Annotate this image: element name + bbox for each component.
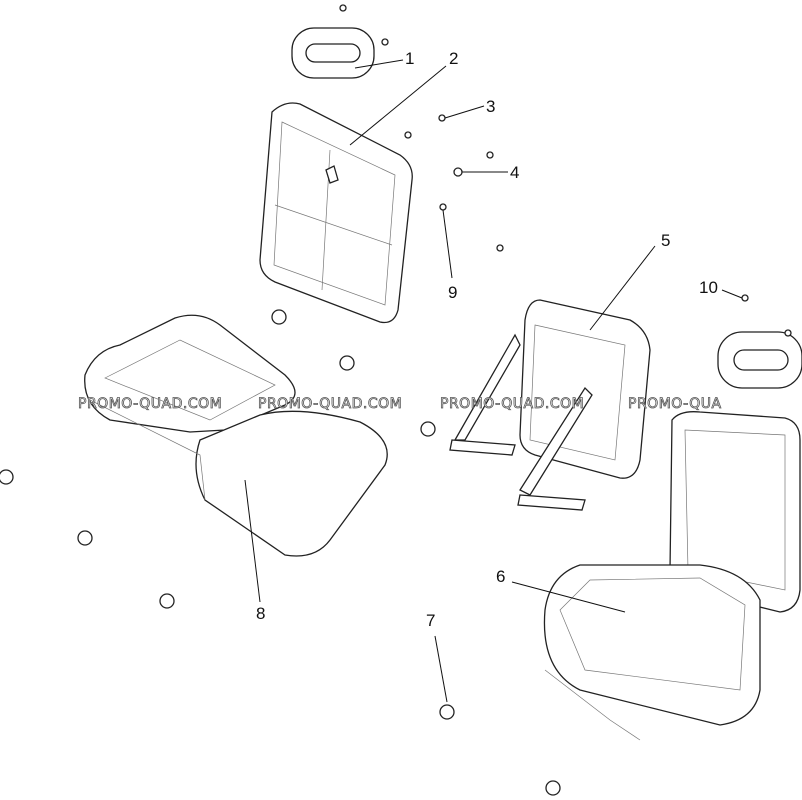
callout-layer: 1 2 3 4 5 6 7 8 9 10 (244, 49, 743, 703)
leader-line (244, 479, 261, 603)
watermark-text: PROMO-QUAD.COM (78, 396, 222, 412)
leader-line (434, 635, 448, 703)
callout-1: 1 (405, 49, 414, 68)
watermark-layer: PROMO-QUAD.COM PROMO-QUAD.COM PROMO-QUAD.C… (78, 396, 722, 413)
leader-line (589, 245, 656, 331)
callout-3: 3 (486, 97, 495, 116)
leader-line (511, 581, 626, 613)
headrest-left (291, 27, 375, 79)
rubber-grommets (0, 309, 561, 796)
leader-line (721, 289, 743, 299)
leader-line (349, 65, 447, 146)
watermark-text: PROMO-QUAD.COM (258, 396, 402, 412)
leader-line (442, 209, 453, 279)
callout-5: 5 (661, 231, 670, 250)
callout-2: 2 (449, 49, 458, 68)
bolts (339, 4, 792, 337)
watermark-text: PROMO-QUA (628, 396, 722, 412)
leader-line (444, 105, 485, 119)
callout-4: 4 (510, 163, 519, 182)
seat-back-left (259, 102, 413, 324)
callout-8: 8 (256, 604, 265, 623)
watermark-text: PROMO-QUAD.COM (440, 396, 584, 412)
callout-10: 10 (699, 278, 718, 297)
seat-cushion-bench (84, 314, 388, 557)
headrest-right (717, 331, 802, 389)
seat-back-frame (449, 299, 651, 511)
callout-9: 9 (448, 283, 457, 302)
leader-line (354, 59, 404, 69)
callout-6: 6 (496, 567, 505, 586)
callout-7: 7 (426, 611, 435, 630)
